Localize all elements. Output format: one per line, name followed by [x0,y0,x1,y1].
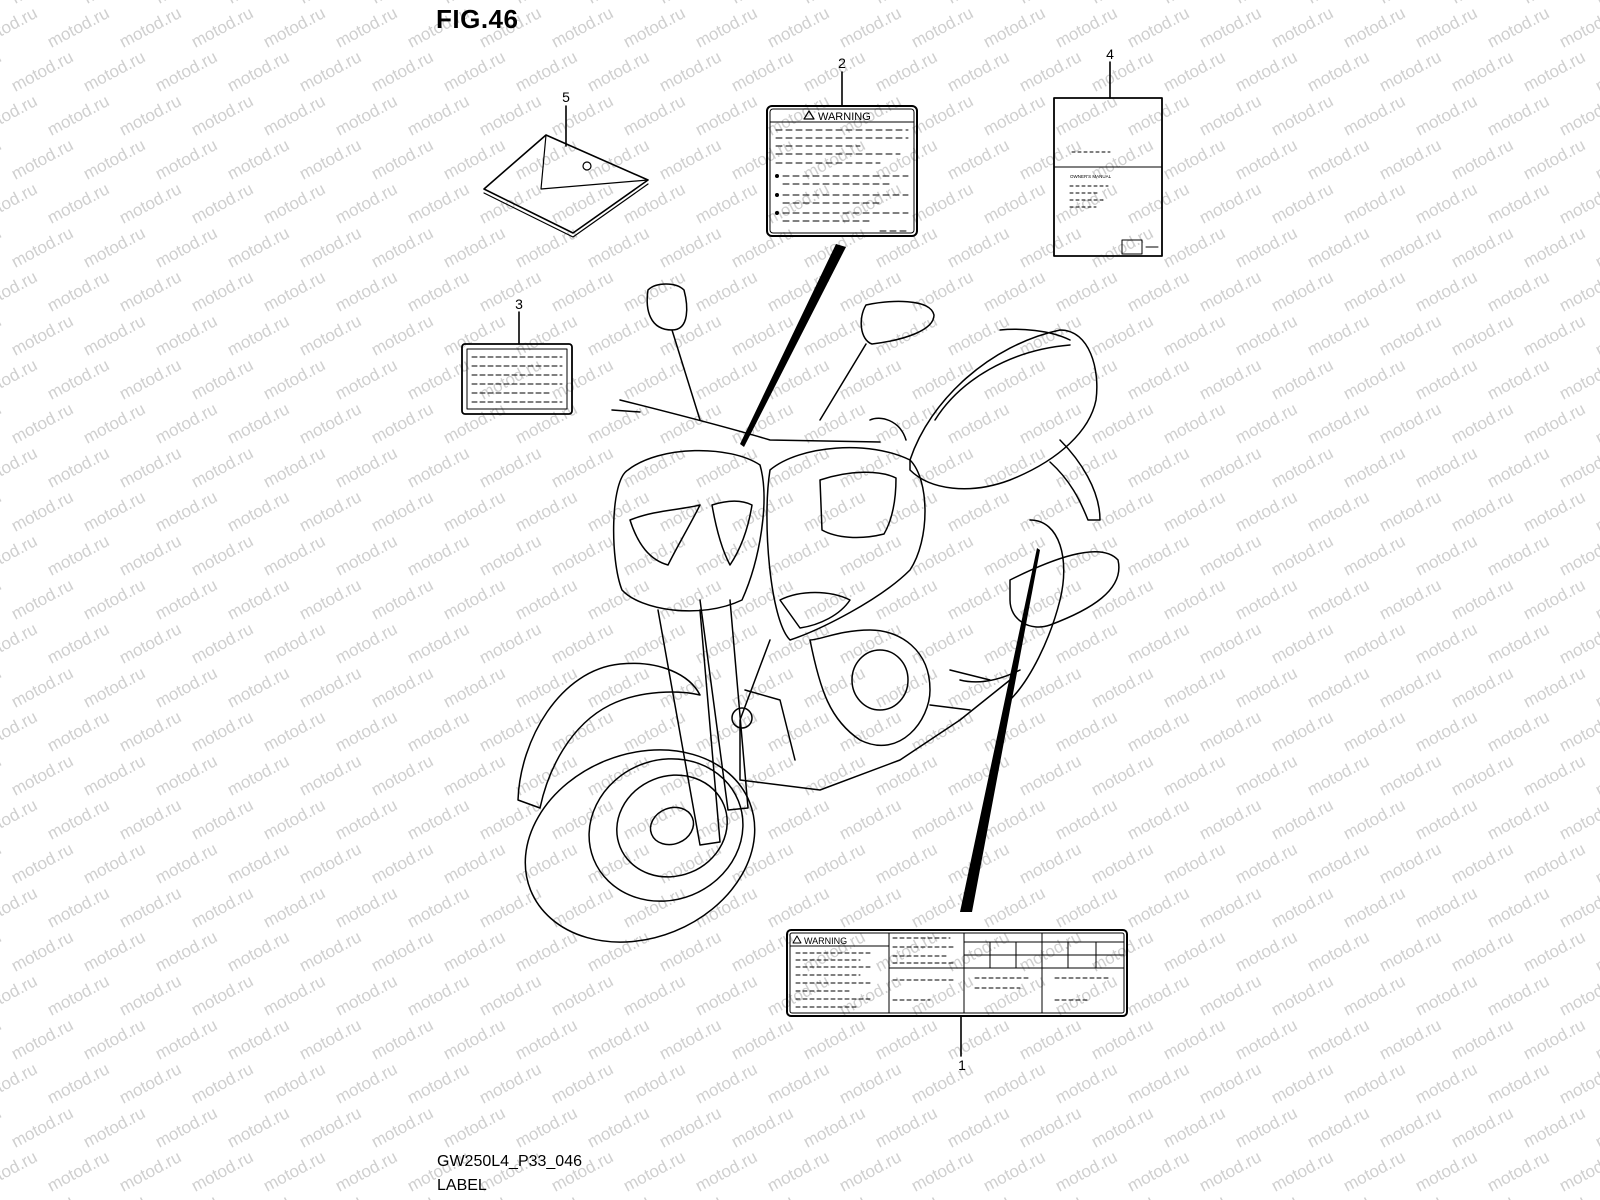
drawing-code: GW250L4_P33_046 [437,1153,582,1170]
motorcycle-outline [517,283,1120,943]
callout-1: 1 [958,1057,966,1073]
manual-cover-text: OWNER'S MANUAL [1070,174,1112,179]
part-2-warning-label[interactable] [766,105,918,237]
callout-4: 4 [1106,46,1114,62]
figure-title: FIG.46 [436,4,519,34]
part-1-warning-label[interactable] [786,929,1128,1017]
part-3-label[interactable] [461,343,573,415]
part-5-document[interactable] [483,134,649,238]
label-1-warning-text: WARNING [804,936,847,946]
callout-2: 2 [838,55,846,71]
pointer-lines [740,244,1040,912]
label-2-warning-text: WARNING [818,111,871,123]
drawing-caption: LABEL [437,1177,487,1194]
part-4-owners-manual[interactable] [1053,97,1163,257]
callout-5: 5 [562,89,570,105]
callout-3: 3 [515,296,523,312]
